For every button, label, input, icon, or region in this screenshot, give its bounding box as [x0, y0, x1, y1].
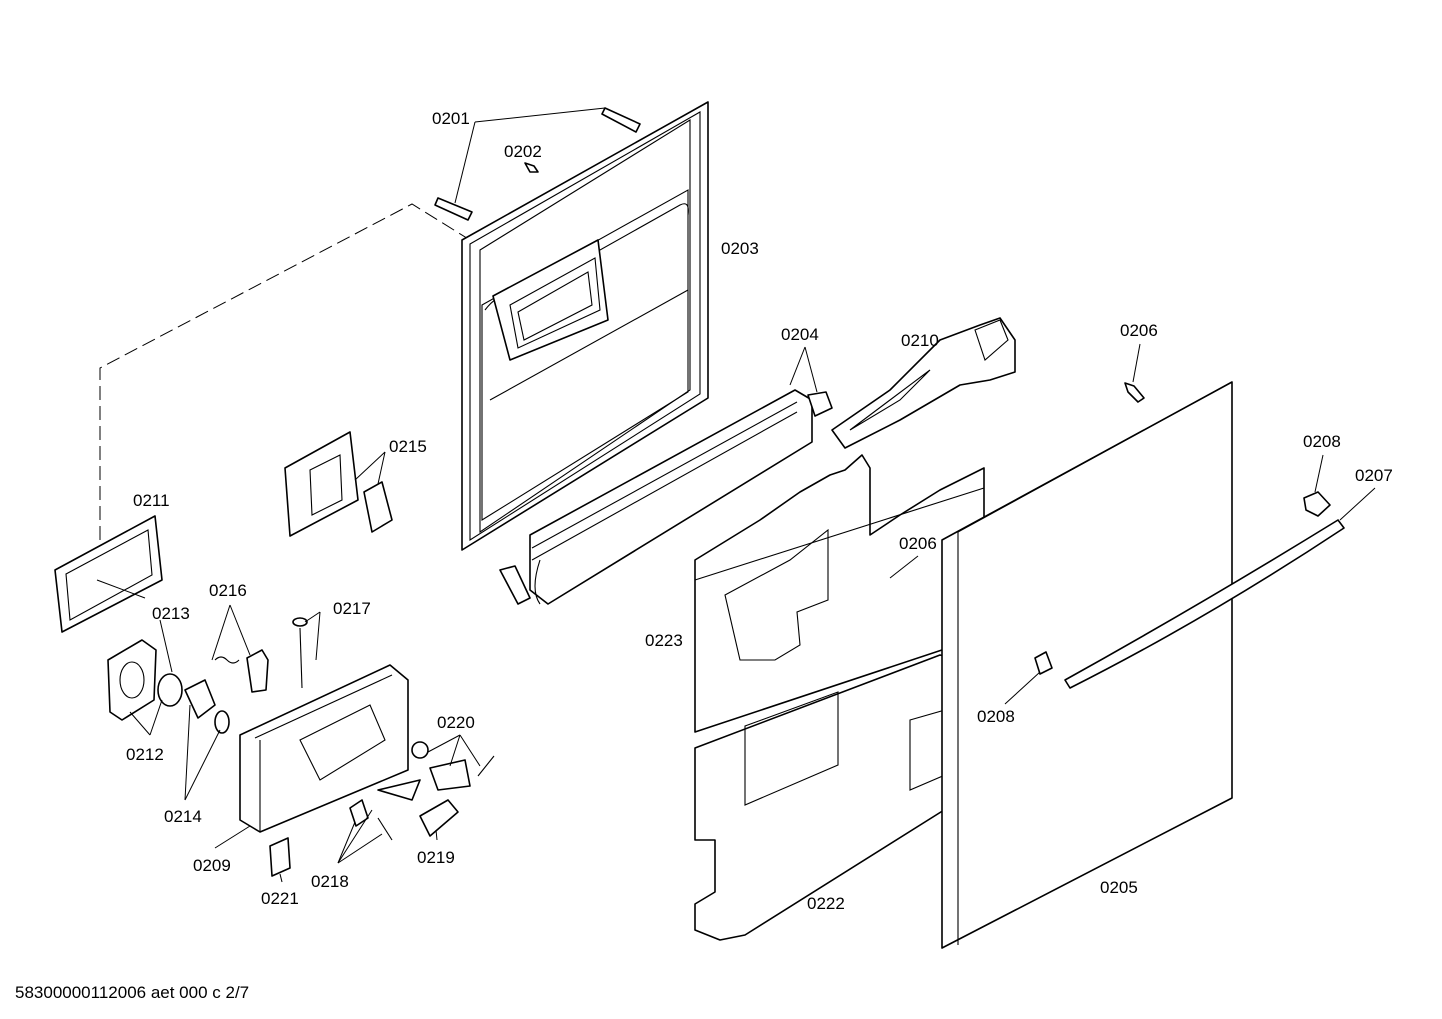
part-0221-clip	[269, 837, 291, 877]
part-0215-vent	[284, 431, 393, 537]
assembly-dashed-line	[99, 203, 471, 540]
label-0216: 0216	[209, 581, 247, 600]
label-0203: 0203	[721, 239, 759, 258]
part-0204-profile-strip	[499, 389, 833, 605]
part-0203-inner-door	[461, 101, 709, 551]
label-0209: 0209	[193, 856, 231, 875]
part-0202-screw	[524, 162, 539, 173]
label-0204: 0204	[781, 325, 819, 344]
label-0217: 0217	[333, 599, 371, 618]
part-0214-nozzle	[184, 679, 230, 734]
part-0208-caps	[1034, 491, 1331, 675]
label-0213: 0213	[152, 604, 190, 623]
part-labels: 0201 0202 0203 0204 0210 0206 0208 0207 …	[126, 109, 1393, 913]
part-0216-spring-lever	[214, 649, 269, 693]
label-0206-mid: 0206	[899, 534, 937, 553]
label-0222: 0222	[807, 894, 845, 913]
label-0215: 0215	[389, 437, 427, 456]
part-0213-ring	[157, 673, 183, 707]
part-0212-cover	[107, 639, 157, 721]
part-0219-switch	[419, 799, 459, 837]
label-0212: 0212	[126, 745, 164, 764]
part-0209-dispenser	[239, 664, 409, 833]
label-0201: 0201	[432, 109, 470, 128]
label-0214: 0214	[164, 807, 202, 826]
label-0210: 0210	[901, 331, 939, 350]
label-0205: 0205	[1100, 878, 1138, 897]
label-0208-top: 0208	[1303, 432, 1341, 451]
label-0219: 0219	[417, 848, 455, 867]
label-0207: 0207	[1355, 466, 1393, 485]
label-0221: 0221	[261, 889, 299, 908]
part-0205-outer-door	[941, 381, 1233, 949]
label-0220: 0220	[437, 713, 475, 732]
part-0210-bracket	[831, 317, 1016, 449]
label-0211: 0211	[133, 491, 170, 510]
leader-lines	[96, 107, 1376, 883]
label-0208-low: 0208	[977, 707, 1015, 726]
label-0202: 0202	[504, 142, 542, 161]
part-0217-pin	[292, 617, 308, 689]
part-0218-parts	[349, 779, 421, 841]
label-0223: 0223	[645, 631, 683, 650]
part-0211-seal-frame	[54, 515, 163, 633]
part-0201-screws	[434, 107, 641, 221]
document-footer-code: 58300000112006 aet 000 c 2/7	[15, 983, 249, 1002]
part-0220-parts	[411, 741, 495, 791]
label-0206-top: 0206	[1120, 321, 1158, 340]
label-0218: 0218	[311, 872, 349, 891]
part-0207-handle	[1064, 519, 1345, 689]
